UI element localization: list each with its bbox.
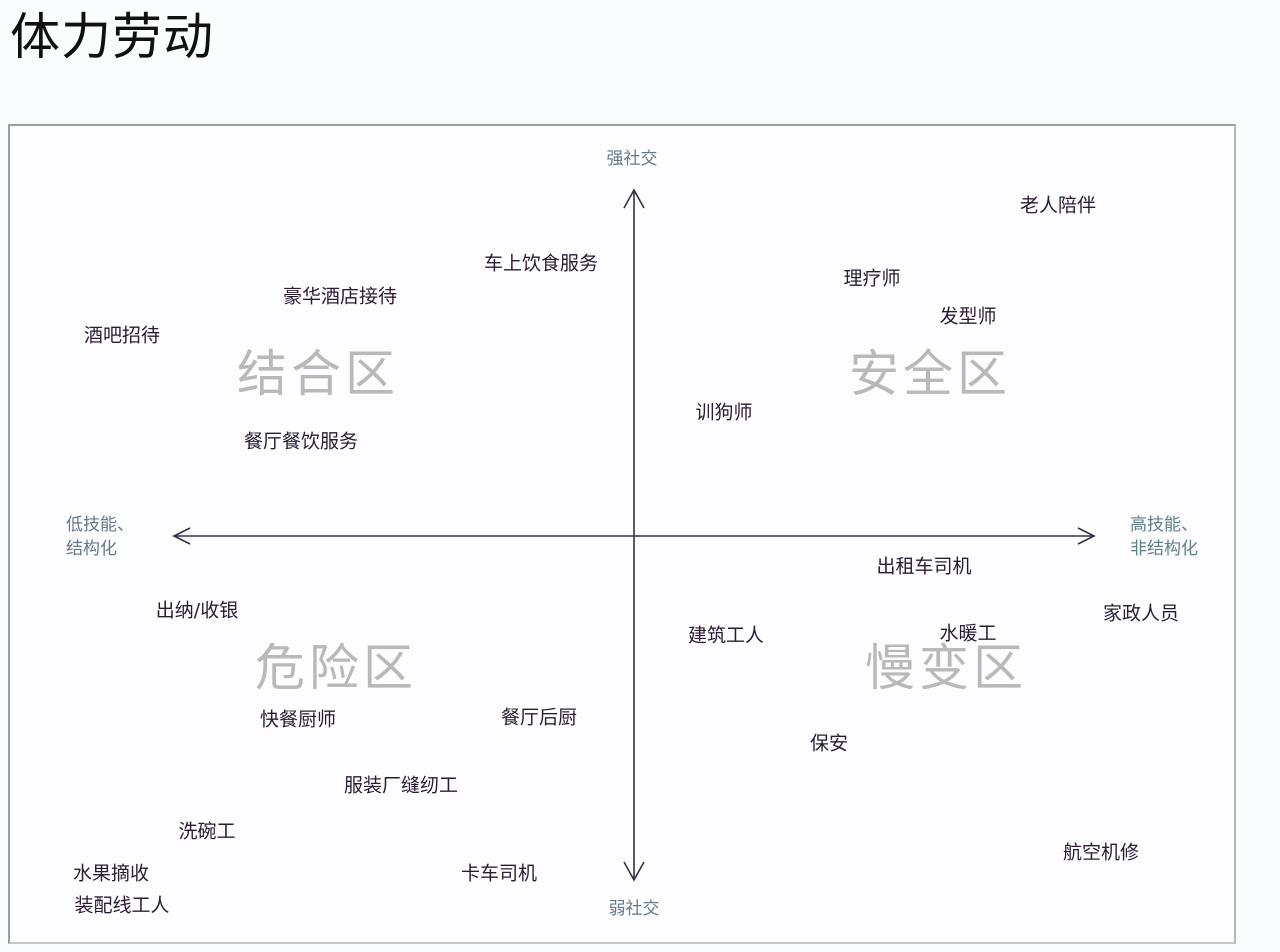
axis-label-low-skill-line1: 低技能、 [66, 515, 134, 535]
job-label: 酒吧招待 [83, 324, 161, 347]
axis-label-low-skill: 低技能、 结构化 [66, 513, 134, 561]
job-label: 卡车司机 [460, 862, 538, 885]
axis-label-high-skill: 高技能、 非结构化 [1130, 513, 1198, 561]
job-label: 训狗师 [695, 401, 753, 424]
arrow-left-icon [172, 527, 191, 545]
job-label: 出租车司机 [876, 555, 972, 578]
arrow-up-icon [623, 188, 645, 209]
zone-danger: 危险区 [255, 639, 417, 697]
zone-safe: 安全区 [849, 345, 1011, 403]
job-label: 水暖工 [939, 622, 997, 645]
job-label: 理疗师 [843, 267, 901, 290]
job-label: 餐厅后厨 [500, 706, 578, 729]
zone-combined: 结合区 [237, 345, 399, 403]
arrow-right-icon [1077, 527, 1096, 545]
job-label: 航空机修 [1062, 841, 1140, 864]
job-label: 家政人员 [1102, 602, 1180, 625]
job-label: 发型师 [939, 305, 997, 328]
job-label: 车上饮食服务 [483, 252, 599, 275]
page-title: 体力劳动 [10, 8, 214, 66]
axis-label-high-skill-line2: 非结构化 [1130, 539, 1198, 559]
job-label: 出纳/收银 [155, 599, 239, 622]
arrow-down-icon [623, 861, 645, 882]
job-label: 餐厅餐饮服务 [243, 430, 359, 453]
axis-label-low-skill-line2: 结构化 [66, 539, 117, 559]
zone-slow-change: 慢变区 [865, 639, 1027, 697]
vertical-axis [623, 188, 645, 882]
job-label: 服装厂缝纫工 [343, 774, 459, 797]
job-label: 洗碗工 [178, 820, 236, 843]
job-label: 保安 [809, 732, 849, 755]
diagram-frame [8, 124, 1236, 944]
job-label: 豪华酒店接待 [282, 285, 398, 308]
job-label: 水果摘收 [72, 862, 150, 885]
job-label: 快餐厨师 [259, 708, 337, 731]
job-label: 老人陪伴 [1019, 194, 1097, 217]
job-label: 建筑工人 [687, 624, 765, 647]
axis-label-strong-social: 强社交 [606, 149, 658, 169]
job-label: 装配线工人 [74, 894, 170, 917]
axis-label-high-skill-line1: 高技能、 [1130, 515, 1198, 535]
horizontal-axis [172, 527, 1096, 545]
axis-label-weak-social: 弱社交 [608, 899, 660, 919]
